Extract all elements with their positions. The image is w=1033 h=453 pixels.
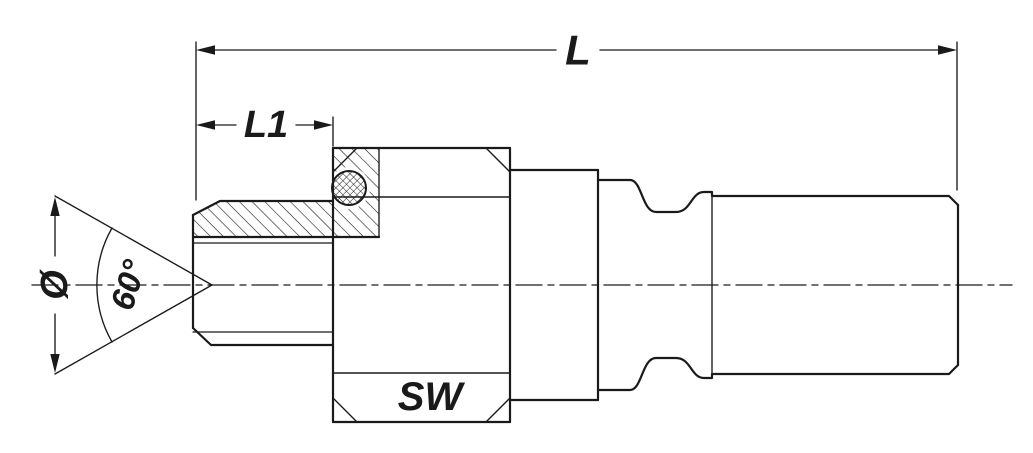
cone-angle-label: 60° xyxy=(103,255,153,314)
hex-body: SW xyxy=(331,146,512,424)
dim-l-arrow-right xyxy=(938,45,957,55)
dim-l-arrow-left xyxy=(196,45,215,55)
o-ring-seal xyxy=(328,167,370,209)
drawing-root-group: SW L xyxy=(31,27,1013,424)
hex-chamfer-top-left xyxy=(332,147,358,173)
plug-top-profile xyxy=(596,178,960,214)
dim-dia-arrow-bottom xyxy=(50,354,60,373)
cone-line-bottom xyxy=(54,284,213,375)
dim-l1-label: L1 xyxy=(244,104,288,146)
plug-profile xyxy=(596,178,960,392)
hex-chamfer-bottom-left xyxy=(332,397,358,423)
wrench-size-label: SW xyxy=(398,375,466,419)
dimension-thread-length: L1 xyxy=(196,104,334,147)
dim-l-label: L xyxy=(565,27,591,74)
dimension-overall-length: L xyxy=(195,27,958,201)
section-top-edge xyxy=(191,199,335,217)
hex-chamfer-top-right xyxy=(485,147,511,173)
o-ring-icon xyxy=(331,170,367,206)
thread-outer-edge xyxy=(191,326,335,347)
dim-l1-arrow-left xyxy=(196,120,215,130)
dim-dia-arrow-top xyxy=(50,197,60,216)
plug-bottom-profile xyxy=(596,356,960,392)
dimension-diameter: Ø xyxy=(34,197,76,373)
dim-l1-arrow-right xyxy=(314,120,333,130)
collar xyxy=(508,168,600,402)
hex-chamfer-bottom-right xyxy=(485,397,511,423)
cone-line-top xyxy=(54,195,213,286)
diameter-label: Ø xyxy=(34,269,76,300)
cone-angle-arc xyxy=(96,227,113,343)
